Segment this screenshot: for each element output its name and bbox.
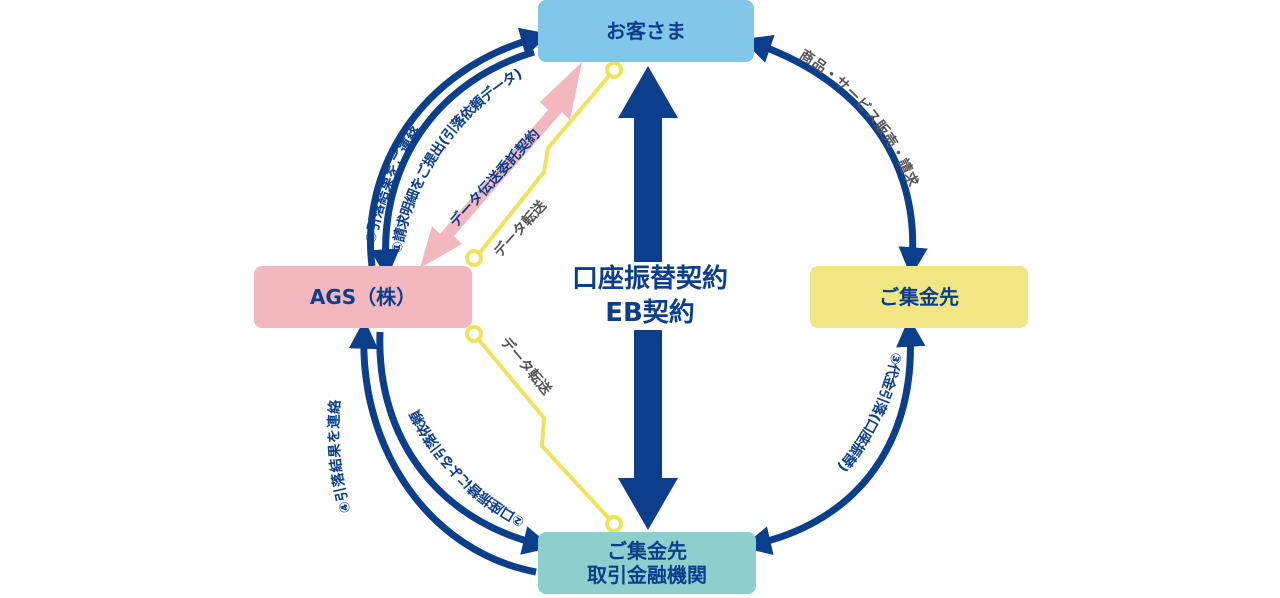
arrow-step2 [376, 331, 553, 555]
bank-line1: ご集金先 [607, 539, 687, 563]
label-data-transfer-bottom: データ転送 [497, 334, 556, 399]
bank-line2: 取引金融機関 [587, 563, 707, 587]
arrow-step3 [741, 317, 926, 556]
center-line1: 口座振替契約 [571, 264, 728, 294]
arrow-step4 [348, 319, 537, 576]
node-dot [605, 61, 623, 79]
node-customer: お客さま [538, 0, 754, 62]
label-sales: 商品・サービス販売・請求 [797, 46, 922, 190]
data-transfer-line-top [472, 68, 616, 262]
center-line2: EB契約 [605, 298, 695, 328]
label-step3: ③代金引落(口座振替) [834, 351, 904, 475]
arrow-step5 [367, 27, 551, 267]
data-contract-arrow [420, 62, 582, 268]
node-bank: ご集金先 取引金融機関 [538, 532, 756, 594]
label-step4: ④引落結果を連絡 [325, 398, 354, 515]
arrow-step1 [370, 48, 536, 279]
node-dot [465, 325, 483, 343]
arrow-sales [742, 34, 928, 277]
node-ags: AGS（株） [254, 266, 472, 328]
node-collector: ご集金先 [810, 266, 1028, 328]
center-contract-label: 口座振替契約 EB契約 [540, 262, 760, 330]
data-transfer-line-bottom [472, 332, 616, 526]
node-dot [465, 249, 483, 267]
node-dot [605, 515, 623, 533]
